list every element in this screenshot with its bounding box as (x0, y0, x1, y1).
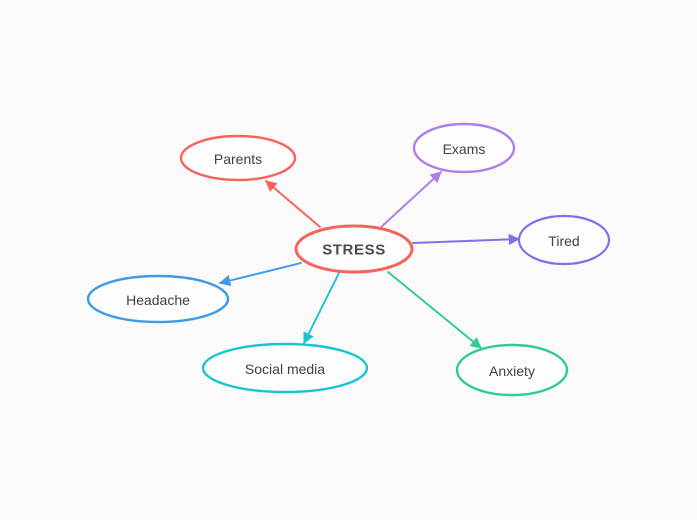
node-anxiety-ellipse[interactable] (455, 343, 569, 397)
node-headache[interactable]: Headache (86, 274, 230, 324)
edge-stress-headache (218, 262, 302, 287)
node-headache-label: Headache (126, 292, 190, 308)
edge-stress-exams (378, 171, 442, 230)
node-headache-ellipse[interactable] (86, 274, 230, 324)
node-exams[interactable]: Exams (412, 122, 516, 174)
node-tired-label: Tired (548, 233, 579, 249)
node-parents-label: Parents (214, 151, 262, 167)
node-parents[interactable]: Parents (179, 134, 297, 182)
node-tired-ellipse[interactable] (517, 214, 611, 266)
node-stress-label: STRESS (322, 242, 386, 259)
node-stress-ellipse[interactable] (294, 224, 414, 274)
node-social-media-label: Social media (245, 361, 325, 377)
edge-stress-social-media (303, 272, 340, 345)
node-exams-label: Exams (443, 141, 486, 157)
node-stress[interactable]: STRESS (294, 224, 414, 274)
node-social-media[interactable]: Social media (201, 342, 369, 394)
edge-stress-tired (412, 233, 521, 246)
node-social-media-ellipse[interactable] (201, 342, 369, 394)
node-tired[interactable]: Tired (517, 214, 611, 266)
edge-stress-parents (265, 180, 321, 228)
node-parents-ellipse[interactable] (179, 134, 297, 182)
node-anxiety-label: Anxiety (489, 363, 535, 379)
edges-layer (218, 171, 521, 349)
edge-stress-anxiety (387, 271, 482, 349)
node-exams-ellipse[interactable] (412, 122, 516, 174)
node-anxiety[interactable]: Anxiety (455, 343, 569, 397)
